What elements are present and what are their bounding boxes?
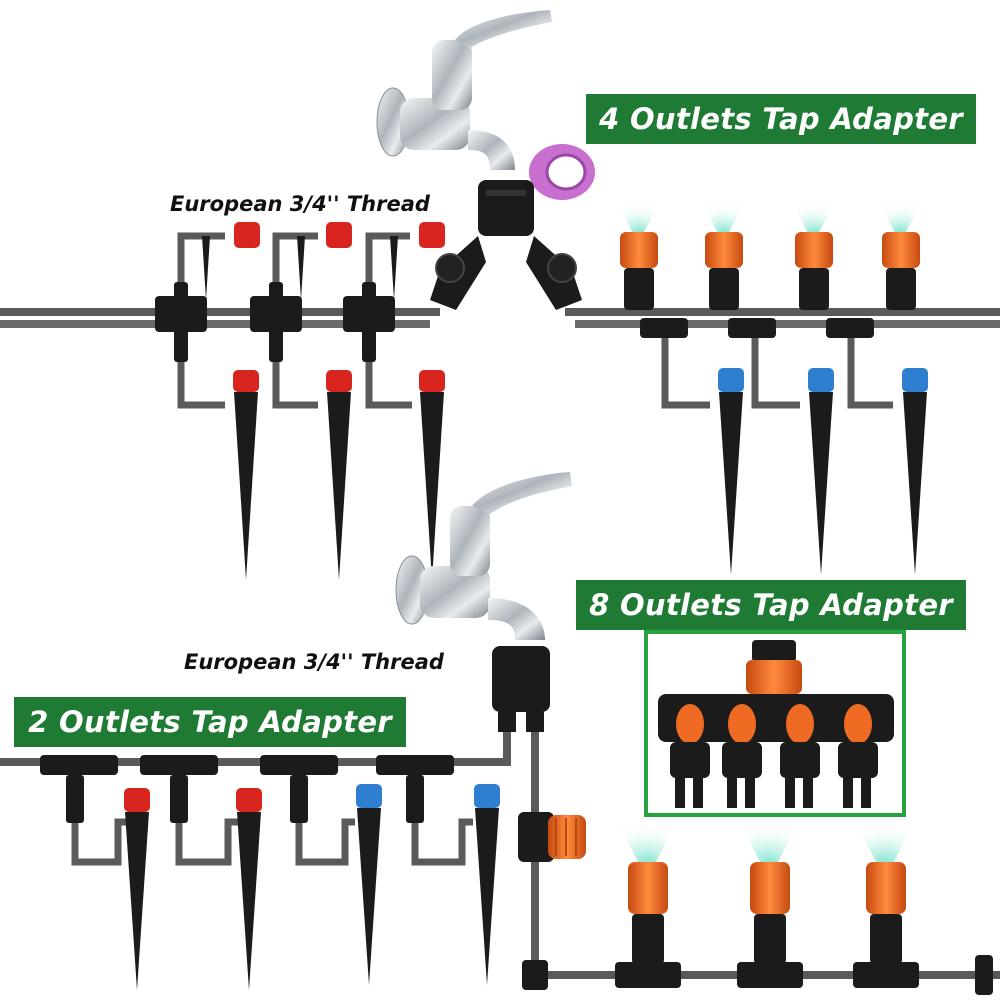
top-main-pipes [0, 308, 1000, 328]
top-right-misters [620, 206, 928, 575]
water-tap-bottom [395, 472, 572, 640]
bottom-right-misters [522, 826, 993, 995]
top-left-drip-line [155, 222, 445, 580]
two-way-adapter-bottom [492, 646, 550, 732]
two-way-y-adapter-top [430, 180, 582, 310]
thread-label-bottom: European 3/4'' Thread [184, 650, 444, 674]
water-tap-top [376, 10, 552, 170]
thread-label-top: European 3/4'' Thread [170, 192, 430, 216]
eight-outlet-adapter-panel [644, 630, 906, 817]
teflon-tape [529, 144, 595, 200]
four-outlets-label: 4 Outlets Tap Adapter [586, 94, 976, 144]
two-outlets-label: 2 Outlets Tap Adapter [14, 697, 406, 747]
eight-outlets-label: 8 Outlets Tap Adapter [576, 580, 966, 630]
inline-shutoff-valve [518, 812, 586, 862]
bottom-left-drip-line [40, 755, 500, 990]
